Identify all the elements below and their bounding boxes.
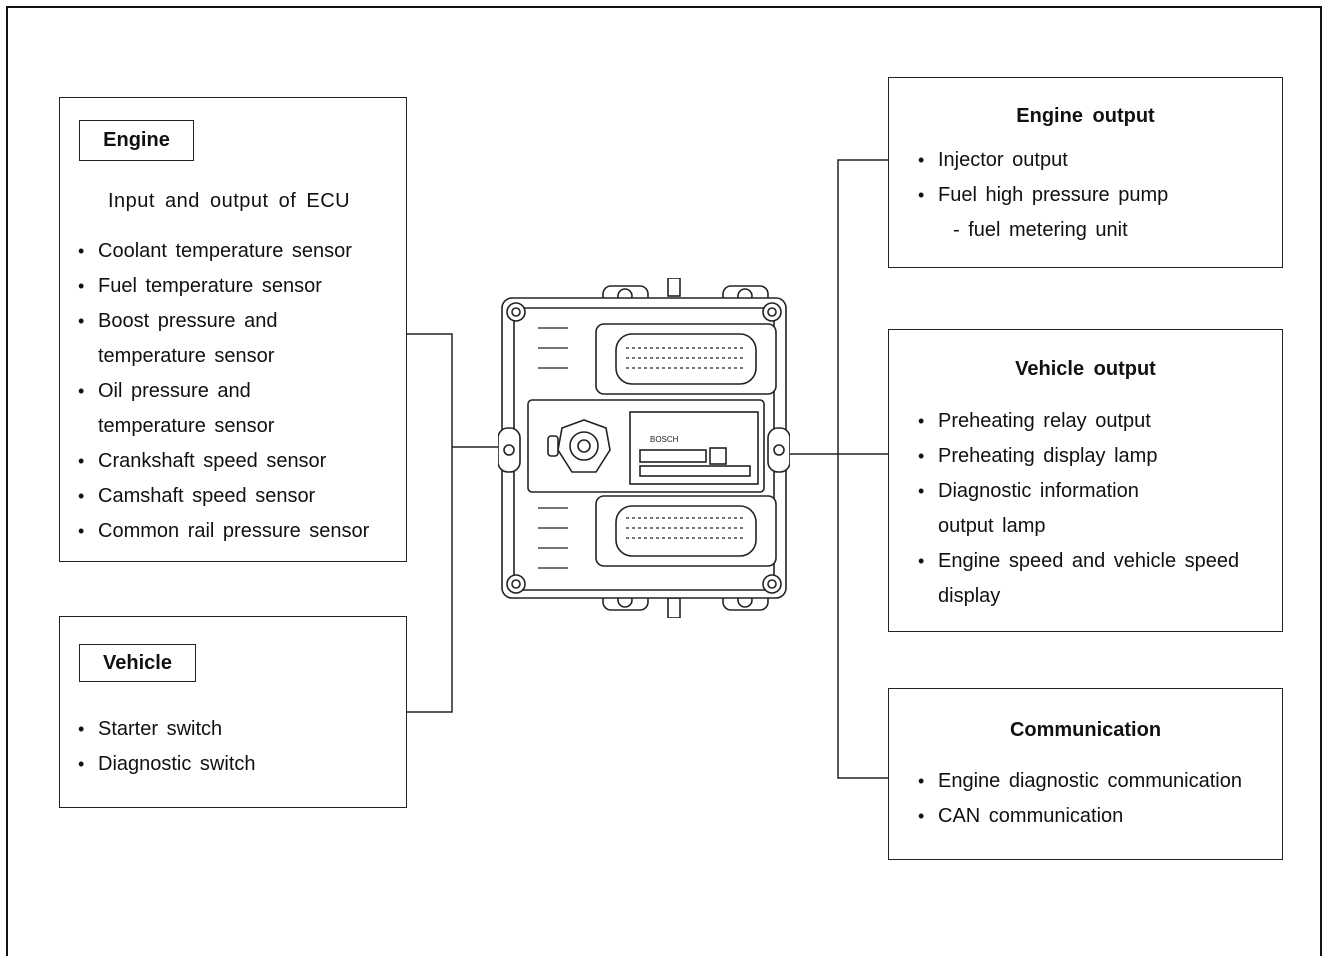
engine-tag: Engine [79,120,194,161]
bullet-icon: • [918,551,925,571]
vehicle-tag: Vehicle [79,644,196,682]
bullet-icon: • [78,451,85,471]
engine-input-list: •Coolant temperature sensor •Fuel temper… [78,234,369,549]
vehicle-input-list: •Starter switch •Diagnostic switch [78,712,256,782]
list-item: •Injector output [918,143,1168,178]
vehicle-input-box: Vehicle •Starter switch •Diagnostic swit… [59,616,407,808]
vehicle-output-list: •Preheating relay output •Preheating dis… [918,404,1239,614]
fuel-metering-subline: - fuel metering unit [953,219,1128,241]
bullet-icon: • [78,486,85,506]
engine-output-box: Engine output •Injector output •Fuel hig… [888,77,1283,268]
list-item: •Preheating relay output [918,404,1239,439]
communication-title: Communication [1009,719,1162,741]
bullet-icon: • [78,241,85,261]
list-item: •Fuel temperature sensor [78,269,369,304]
list-item: •Fuel high pressure pump [918,178,1168,213]
diagram-frame [6,6,1322,956]
bullet-icon: • [918,446,925,466]
bullet-icon: • [78,719,85,739]
ecu-illustration: BOSCH [498,278,790,618]
engine-input-box: Engine Input and output of ECU •Coolant … [59,97,407,562]
list-item: •Coolant temperature sensor [78,234,369,269]
bullet-icon: • [78,521,85,541]
list-item: •Crankshaft speed sensor [78,444,369,479]
bullet-icon: • [78,311,85,331]
bullet-icon: • [78,754,85,774]
outputs-bus [837,159,889,779]
bullet-icon: • [918,481,925,501]
engine-output-title: Engine output [1016,105,1155,127]
bullet-icon: • [918,806,925,826]
list-item: •Engine diagnostic communication [918,764,1242,799]
list-item: •Starter switch [78,712,256,747]
bullet-icon: • [918,150,925,170]
bullet-icon: • [78,381,85,401]
list-item: •Common rail pressure sensor [78,514,369,549]
communication-box: Communication •Engine diagnostic communi… [888,688,1283,860]
bullet-icon: • [78,276,85,296]
bullet-icon: • [918,771,925,791]
vehicle-output-title: Vehicle output [1015,358,1156,380]
engine-subtitle: Input and output of ECU [108,190,351,212]
list-item: •Diagnostic switch [78,747,256,782]
engine-output-list: •Injector output •Fuel high pressure pum… [918,143,1168,213]
list-item: •CAN communication [918,799,1242,834]
communication-list: •Engine diagnostic communication •CAN co… [918,764,1242,834]
bosch-label: BOSCH [650,435,679,444]
bullet-icon: • [918,411,925,431]
list-item: •Preheating display lamp [918,439,1239,474]
vehicle-output-box: Vehicle output •Preheating relay output … [888,329,1283,632]
bullet-icon: • [918,185,925,205]
engine-connector [406,333,453,713]
list-item: •Camshaft speed sensor [78,479,369,514]
